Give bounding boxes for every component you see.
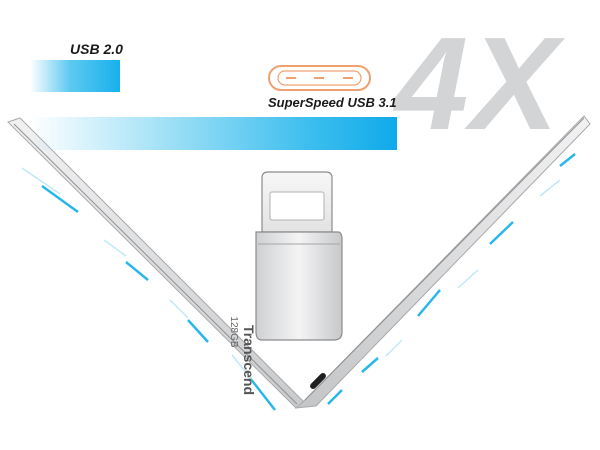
usb2-speed-bar (30, 60, 120, 92)
usb2-label: USB 2.0 (70, 41, 123, 57)
usb-flash-drive-icon (255, 171, 343, 341)
motion-streaks-right (327, 153, 576, 405)
usb31-label: SuperSpeed USB 3.1 (268, 95, 397, 110)
usb-c-port-icon (310, 373, 326, 389)
motion-streaks-left (41, 184, 276, 411)
usb-c-connector-icon (268, 65, 371, 91)
drive-brand-label: Transcend (241, 324, 257, 396)
laptop-icon (7, 115, 591, 411)
usb31-speed-bar (30, 117, 397, 150)
speed-factor-text: 4X (395, 10, 561, 157)
drive-capacity-label: 128GB (228, 316, 239, 348)
